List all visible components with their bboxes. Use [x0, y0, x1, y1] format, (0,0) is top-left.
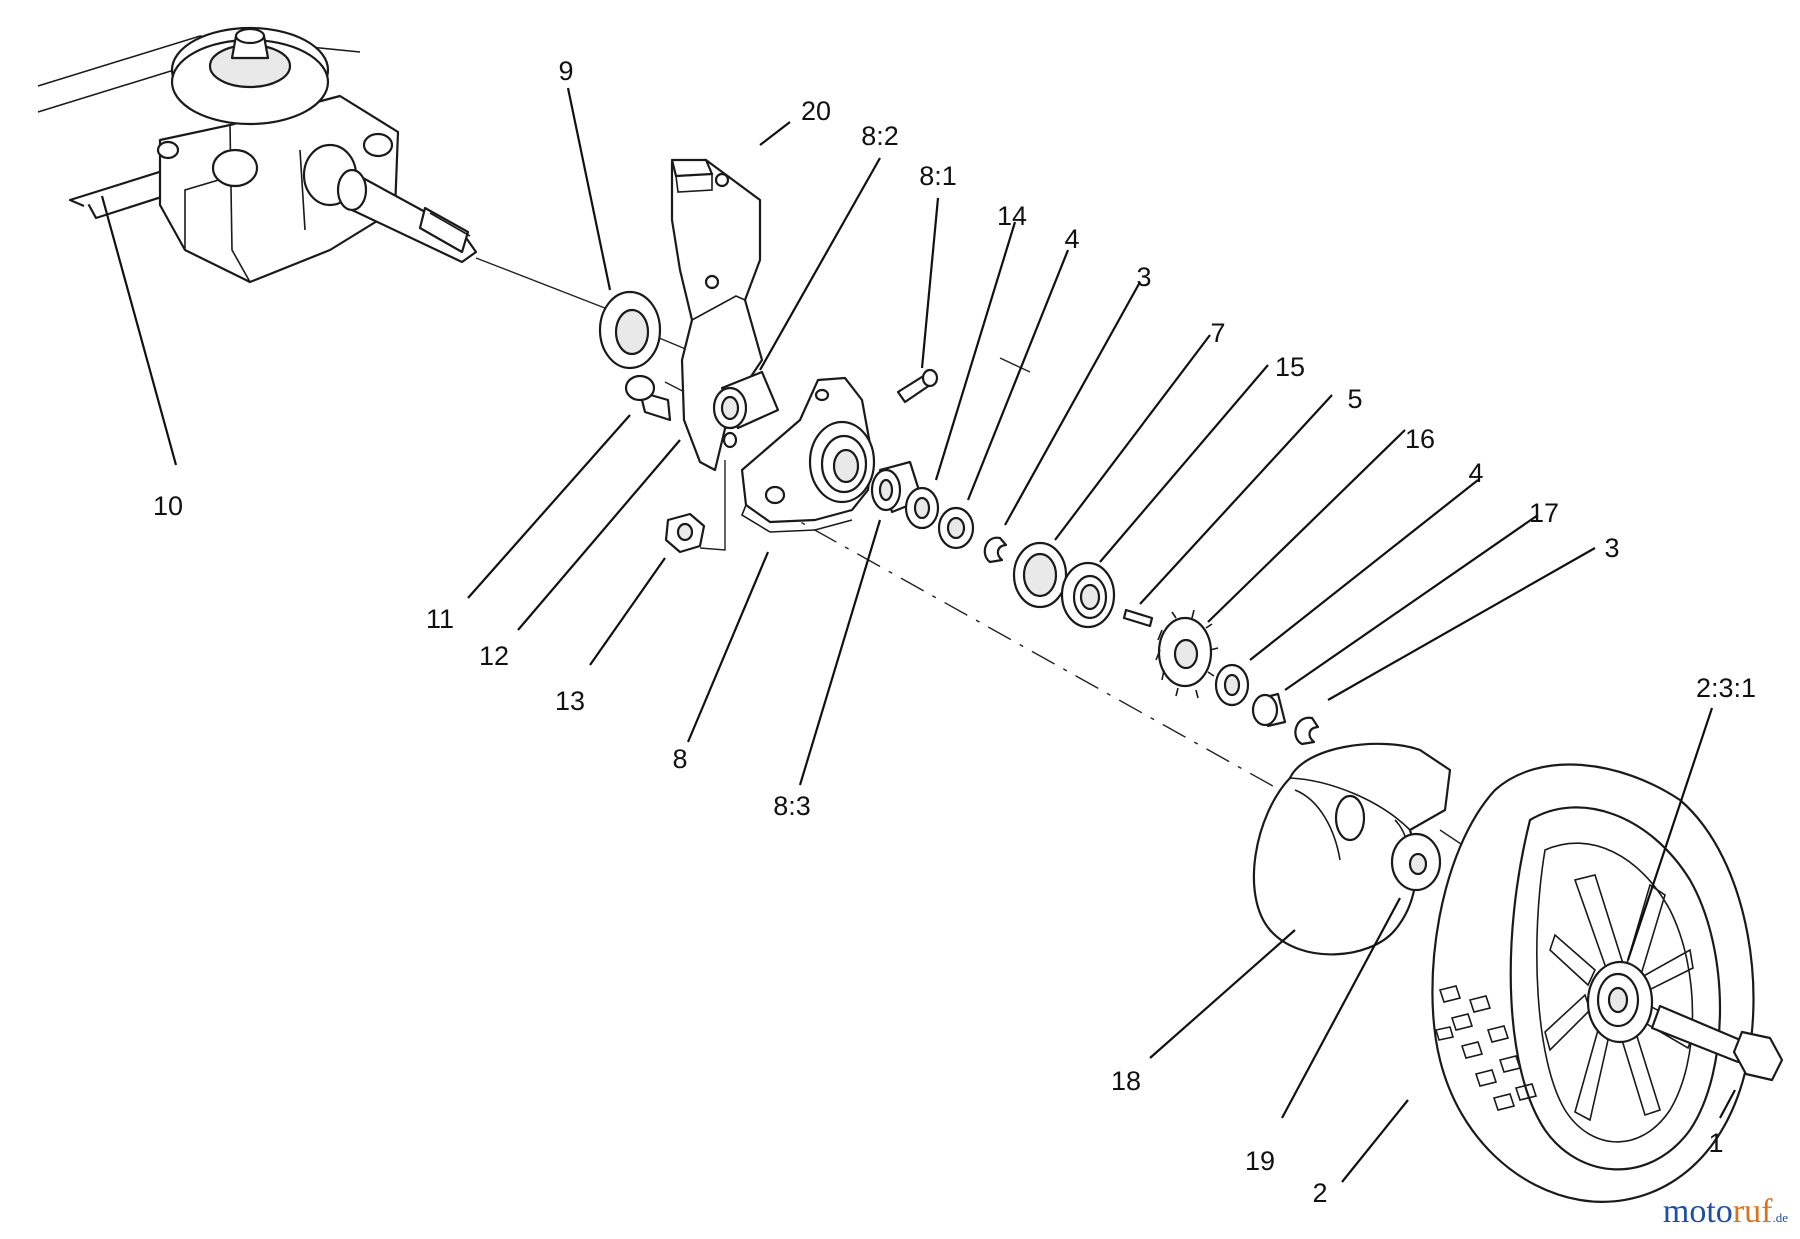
- bolt-8-1: [896, 368, 939, 404]
- callout-17: 17: [1529, 498, 1559, 528]
- pinion-gear-16: [1155, 609, 1219, 699]
- spacer-17: [1251, 692, 1287, 728]
- callout-labels: 10 9 20 8:2 8:1 14 4 3 7 15 5 16 4 17 3 …: [153, 56, 1756, 1208]
- bolt-11: [624, 374, 672, 422]
- callout-8-3: 8:3: [773, 791, 811, 821]
- spacer-ring-7: [1012, 541, 1068, 609]
- watermark-part-de: .de: [1772, 1210, 1788, 1225]
- callout-14: 14: [997, 201, 1027, 231]
- callout-9: 9: [558, 56, 573, 86]
- callout-3-upper: 3: [1136, 262, 1151, 292]
- callout-19: 19: [1245, 1146, 1275, 1176]
- callout-16: 16: [1405, 424, 1435, 454]
- callout-5: 5: [1347, 384, 1362, 414]
- watermark-part-moto: moto: [1662, 1193, 1733, 1230]
- bushing-8-2: [712, 370, 780, 430]
- callout-20: 20: [801, 96, 831, 126]
- wheel-mount-plate-8: [740, 376, 876, 533]
- e-ring-3-upper: [983, 536, 1008, 564]
- callout-2: 2: [1312, 1178, 1327, 1208]
- callout-7: 7: [1210, 318, 1225, 348]
- washer-19: [1390, 832, 1442, 892]
- key-5: [1122, 608, 1154, 628]
- washer-4-upper: [937, 506, 975, 550]
- callout-2-3-1: 2:3:1: [1696, 673, 1756, 703]
- washer-4-lower: [1214, 663, 1250, 707]
- bearing-15: [1060, 561, 1116, 629]
- wheel-2: [1431, 763, 1755, 1203]
- wheel-shroud-18: [1252, 742, 1452, 956]
- callout-8: 8: [672, 744, 687, 774]
- watermark-part-ruf: ruf: [1732, 1193, 1773, 1230]
- seal-washer-9: [598, 290, 662, 370]
- callout-8-1: 8:1: [919, 161, 957, 191]
- callout-11: 11: [426, 604, 454, 634]
- transmission-housing: [37, 26, 478, 284]
- callout-4-upper: 4: [1064, 224, 1079, 254]
- callout-13: 13: [555, 686, 585, 716]
- leader-lines: [100, 87, 1736, 1183]
- nut-13: [664, 512, 706, 554]
- axle-bolt-1: [1650, 1004, 1784, 1082]
- callout-12: 12: [479, 641, 509, 671]
- e-ring-3-lower: [1294, 716, 1320, 746]
- callout-10: 10: [153, 491, 183, 521]
- callout-1: 1: [1708, 1128, 1723, 1158]
- callout-4-lower: 4: [1468, 458, 1483, 488]
- callout-3-lower: 3: [1604, 533, 1619, 563]
- watermark-logo: motoruf.de: [1663, 1193, 1788, 1231]
- callout-18: 18: [1111, 1066, 1141, 1096]
- callout-8-2: 8:2: [861, 121, 899, 151]
- washer-14: [904, 486, 940, 530]
- callout-15: 15: [1275, 352, 1305, 382]
